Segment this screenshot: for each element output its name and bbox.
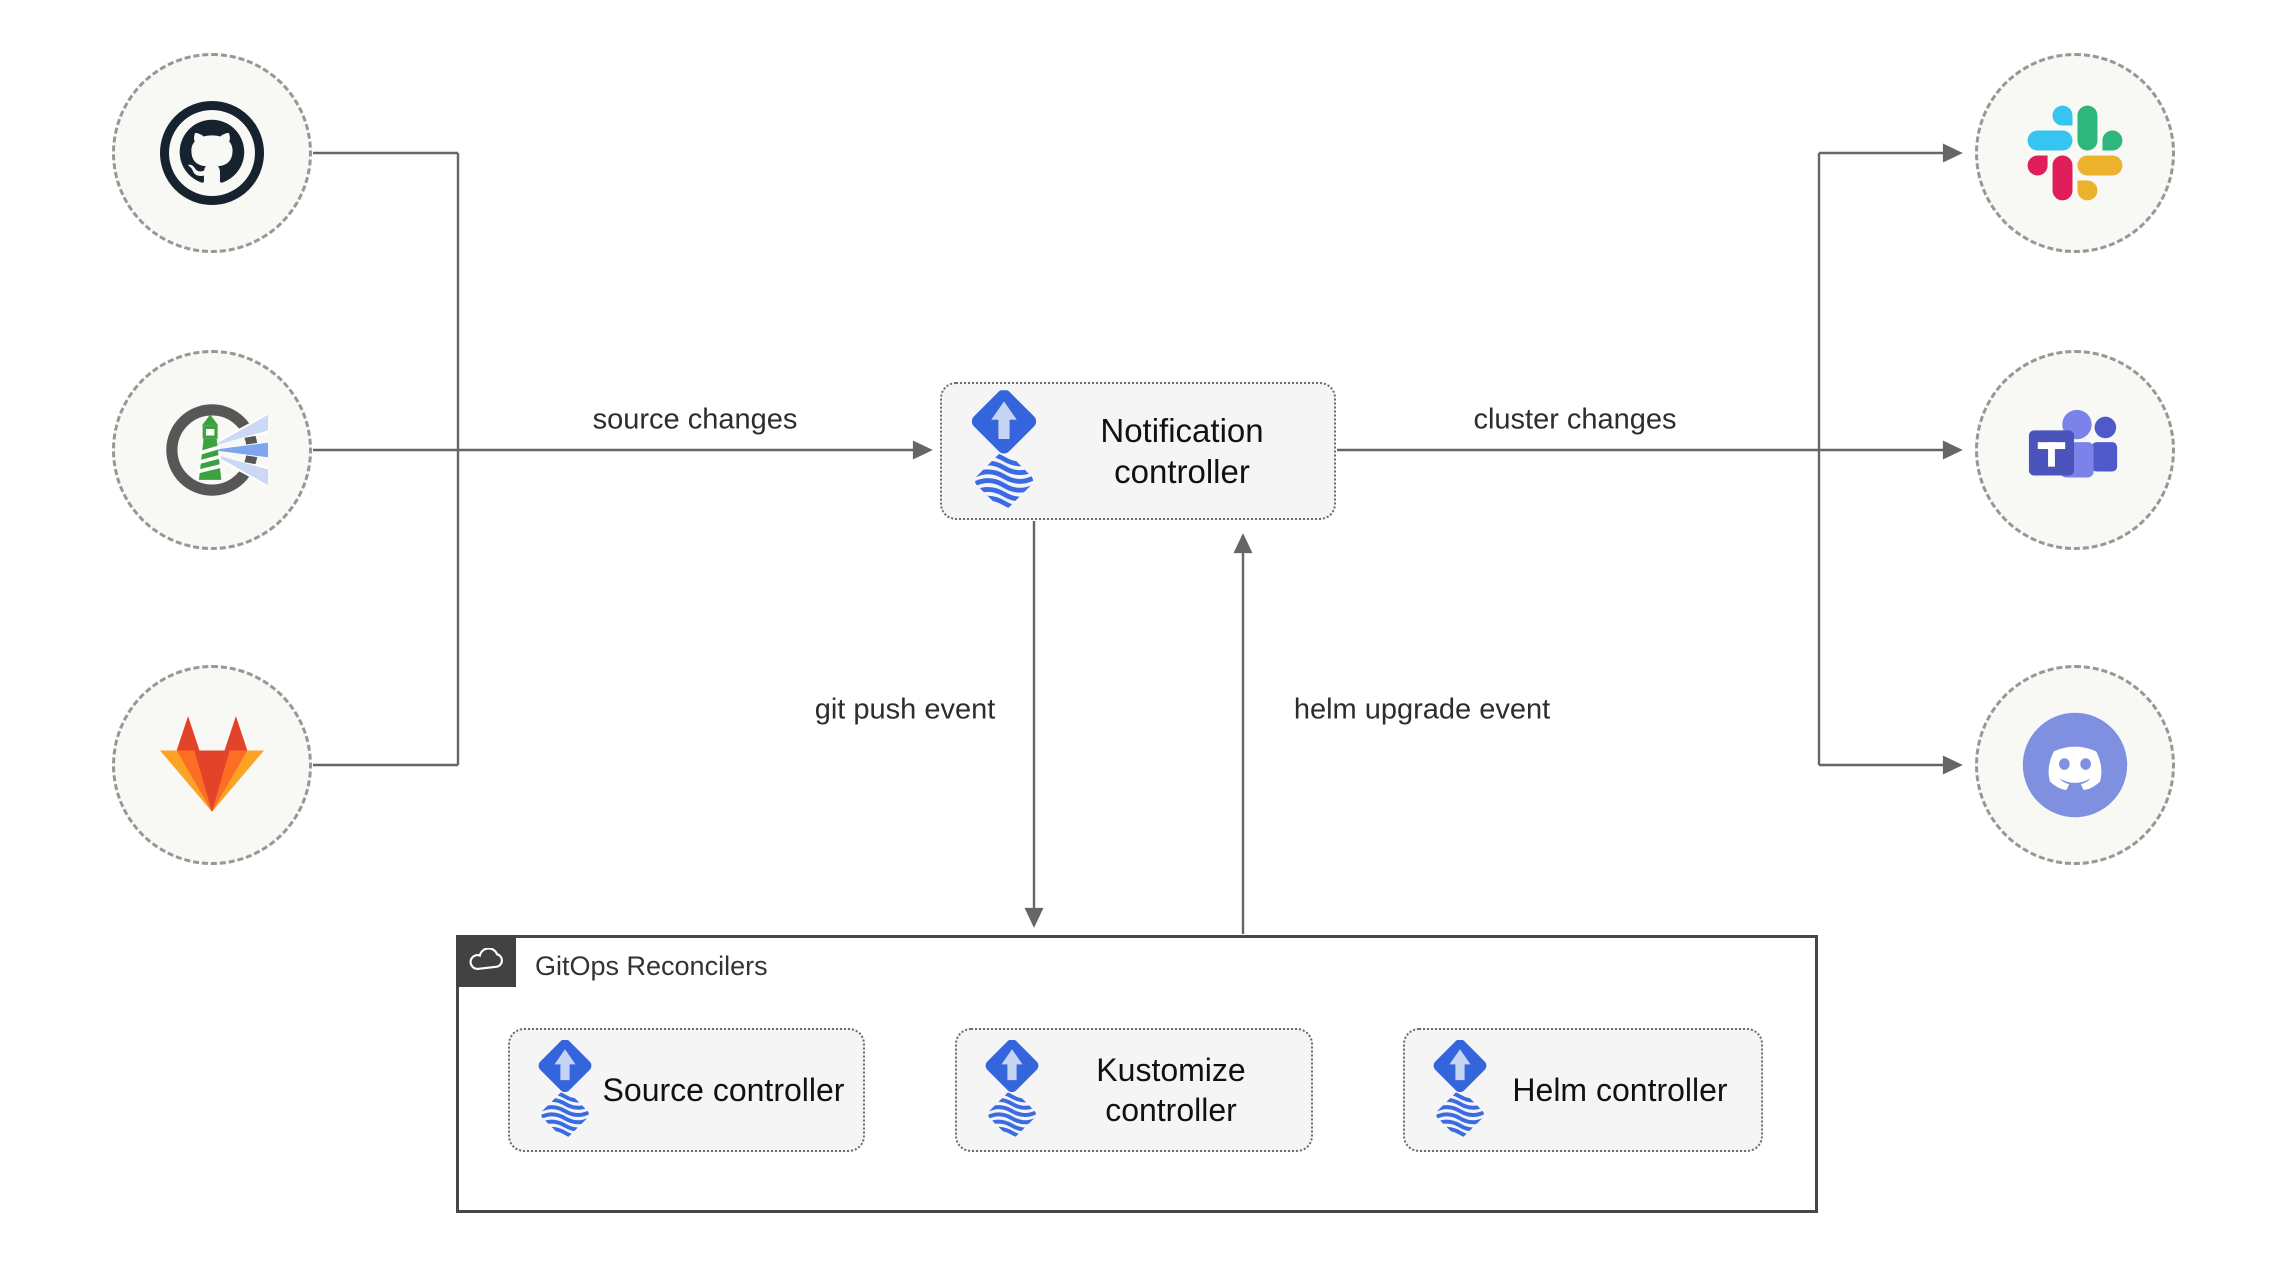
- provider-harbor: [112, 350, 312, 550]
- discord-icon: [2022, 712, 2128, 818]
- target-discord: [1975, 665, 2175, 865]
- flux-icon: [1427, 1040, 1493, 1140]
- group-tab: [456, 935, 516, 987]
- node-label: Source controller: [602, 1072, 845, 1108]
- node-kustomize-controller: Kustomize controller: [955, 1028, 1313, 1152]
- group-title: GitOps Reconcilers: [535, 951, 768, 981]
- node-notification-controller: Notification controller: [940, 382, 1336, 520]
- node-helm-controller: Helm controller: [1403, 1028, 1763, 1152]
- edge-label-git-push-event: git push event: [808, 692, 1002, 728]
- node-label: Notification controller: [1100, 411, 1264, 490]
- edge-label-source-changes: source changes: [586, 402, 804, 438]
- node-label: Helm controller: [1512, 1072, 1728, 1108]
- flux-icon: [964, 390, 1044, 512]
- github-icon: [159, 100, 265, 206]
- flux-icon: [532, 1040, 598, 1140]
- node-source-controller: Source controller: [508, 1028, 865, 1152]
- harbor-icon: [166, 404, 268, 496]
- microsoft-teams-icon: [2028, 409, 2118, 478]
- target-teams: [1975, 350, 2175, 550]
- cloud-icon: [469, 947, 503, 970]
- flux-icon: [979, 1040, 1045, 1140]
- gitlab-icon: [160, 716, 264, 812]
- target-slack: [1975, 53, 2175, 253]
- slack-icon: [2027, 105, 2123, 201]
- provider-github: [112, 53, 312, 253]
- edge-label-helm-upgrade-event: helm upgrade event: [1287, 692, 1557, 728]
- edge-label-cluster-changes: cluster changes: [1467, 402, 1683, 438]
- provider-gitlab: [112, 665, 312, 865]
- node-label: Kustomize controller: [1096, 1052, 1246, 1128]
